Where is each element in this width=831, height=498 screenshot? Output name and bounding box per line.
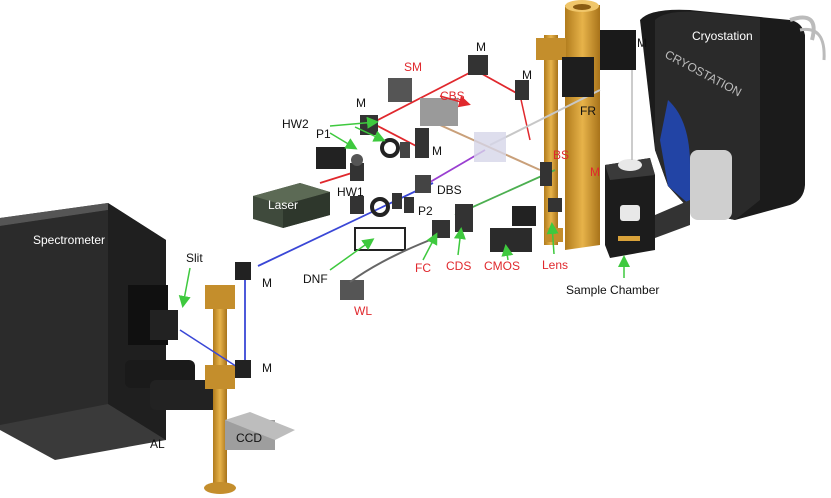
label-p1: P1 bbox=[316, 127, 331, 141]
label-hw1: HW1 bbox=[337, 185, 364, 199]
beam-lines bbox=[179, 65, 633, 373]
label-wl: WL bbox=[354, 304, 372, 318]
label-bs: BS bbox=[553, 148, 569, 162]
label-mirror-7: M bbox=[262, 276, 272, 290]
label-al: AL bbox=[150, 437, 165, 451]
label-sample-chamber: Sample Chamber bbox=[566, 283, 659, 297]
label-mirror-4: M bbox=[432, 144, 442, 158]
label-mirror-6: M bbox=[590, 165, 600, 179]
laser bbox=[253, 183, 330, 228]
label-cryostation: Cryostation bbox=[692, 29, 753, 43]
label-mirror-1: M bbox=[476, 40, 486, 54]
label-hw2: HW2 bbox=[282, 117, 309, 131]
callout-arrows bbox=[178, 95, 630, 308]
label-mirror-2: M bbox=[522, 68, 532, 82]
label-lens: Lens bbox=[542, 258, 568, 272]
label-mirror-8: M bbox=[262, 361, 272, 375]
label-mirror-3: M bbox=[356, 96, 366, 110]
optical-mounts bbox=[150, 30, 636, 450]
sample-chamber bbox=[605, 158, 690, 258]
label-ccd: CCD bbox=[236, 431, 262, 445]
label-mirror-5: M bbox=[637, 36, 647, 50]
label-spectrometer: Spectrometer bbox=[33, 233, 105, 247]
label-cmos: CMOS bbox=[484, 259, 520, 273]
label-dnf: DNF bbox=[303, 272, 328, 286]
cryostation bbox=[640, 9, 826, 221]
label-dbs: DBS bbox=[437, 183, 462, 197]
label-cbs: CBS bbox=[440, 89, 465, 103]
label-fr: FR bbox=[580, 104, 596, 118]
label-laser: Laser bbox=[268, 198, 298, 212]
label-fc: FC bbox=[415, 261, 431, 275]
label-p2: P2 bbox=[418, 204, 433, 218]
label-sm: SM bbox=[404, 60, 422, 74]
label-cds: CDS bbox=[446, 259, 471, 273]
label-slit: Slit bbox=[186, 251, 203, 265]
spectrometer bbox=[0, 203, 220, 460]
